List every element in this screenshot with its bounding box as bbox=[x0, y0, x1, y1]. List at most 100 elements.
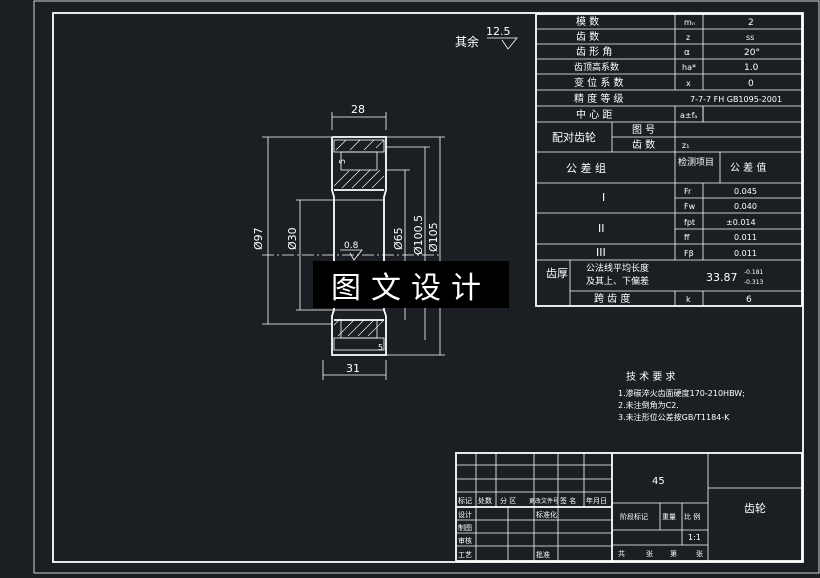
tol-value: 0.040 bbox=[734, 202, 757, 211]
tol-group-header: 公 差 组 bbox=[566, 161, 606, 175]
tol-item-header: 检测项目 bbox=[678, 156, 714, 168]
param-label: 精 度 等 级 bbox=[574, 92, 624, 105]
param-value: 1.0 bbox=[744, 63, 759, 73]
tech-requirements: 技 术 要 求 1.渗碳淬火齿面硬度170-210HBW; 2.未注倒角为C2.… bbox=[618, 370, 745, 422]
tb-label: 重量 bbox=[662, 513, 676, 521]
param-label: 齿 数 bbox=[576, 30, 599, 43]
tol-value-header: 公 差 值 bbox=[730, 161, 766, 174]
material-value: 45 bbox=[652, 476, 665, 487]
param-value: 0 bbox=[748, 79, 754, 89]
tb-label: 工艺 bbox=[458, 551, 472, 559]
tooth-thickness-value: 33.87 bbox=[706, 271, 738, 284]
tb-label: 阶段标记 bbox=[620, 512, 648, 521]
mate-row-label: 图 号 bbox=[632, 124, 655, 136]
tb-label: 审核 bbox=[458, 536, 472, 545]
tol-group: III bbox=[596, 246, 606, 259]
dim-30: Ø30 bbox=[286, 227, 299, 250]
tol-sym: Fw bbox=[684, 202, 696, 211]
roughness-value: 12.5 bbox=[486, 25, 511, 38]
tol-sym: Fr bbox=[684, 187, 692, 196]
param-label: 中 心 距 bbox=[576, 108, 612, 121]
tooth-thickness-label: 齿厚 bbox=[546, 267, 568, 280]
tech-item: 1.渗碳淬火齿面硬度170-210HBW; bbox=[618, 388, 745, 398]
tooth-thickness-lower: -0.313 bbox=[744, 279, 764, 286]
dim-97: Ø97 bbox=[252, 227, 265, 250]
tb-label: 共 bbox=[618, 549, 625, 558]
parameter-table: 模 数 mₙ 2 齿 数 z ss 齿 形 角 α 20° 齿顶高系数 ha* … bbox=[535, 13, 803, 307]
param-value: ss bbox=[746, 33, 754, 42]
param-value: 20° bbox=[744, 48, 760, 58]
dim-100-5: Ø100.5 bbox=[412, 215, 425, 255]
part-name: 齿轮 bbox=[744, 501, 766, 515]
dim-65: Ø65 bbox=[392, 227, 405, 250]
param-label: 变 位 系 数 bbox=[574, 76, 624, 89]
tooth-thickness-desc2: 及其上、下偏差 bbox=[586, 275, 649, 287]
mate-row-sym: z₁ bbox=[682, 141, 689, 150]
bore-roughness-icon bbox=[340, 249, 363, 261]
keyway-dim: 5 bbox=[338, 159, 347, 164]
mate-row-label: 齿 数 bbox=[632, 138, 655, 151]
tol-value: 0.011 bbox=[734, 249, 757, 258]
scale-value: 1:1 bbox=[688, 533, 701, 542]
param-sym: a±fₐ bbox=[680, 111, 698, 120]
tooth-lower bbox=[333, 337, 385, 351]
tb-label: 制图 bbox=[458, 523, 472, 532]
tol-group: II bbox=[598, 222, 605, 235]
mate-gear-label: 配对齿轮 bbox=[552, 130, 596, 144]
param-sym: α bbox=[684, 48, 690, 58]
bore-roughness-value: 0.8 bbox=[344, 241, 359, 251]
tol-sym: fpt bbox=[684, 218, 695, 227]
param-value: 7-7-7 FH GB1095-2001 bbox=[690, 95, 782, 104]
tooth-upper bbox=[333, 139, 385, 153]
tol-group: I bbox=[602, 191, 605, 204]
dim-105: Ø105 bbox=[427, 222, 440, 252]
tb-label: 标准化 bbox=[536, 510, 557, 519]
param-sym: mₙ bbox=[684, 18, 695, 27]
span-value: 6 bbox=[746, 295, 752, 305]
tol-sym: Fβ bbox=[684, 249, 694, 258]
span-label: 跨 齿 度 bbox=[594, 292, 630, 305]
tb-header: 处数 bbox=[478, 496, 492, 505]
web-lower bbox=[340, 319, 378, 339]
tb-label: 张 bbox=[696, 549, 703, 558]
roughness-symbol-icon bbox=[487, 37, 518, 50]
dim-31: 31 bbox=[346, 362, 360, 375]
dim-28: 28 bbox=[351, 103, 365, 116]
tb-label: 第 bbox=[670, 549, 677, 558]
title-block: 45 齿轮 标记 处数 分 区 更改文件号 签 名 年月日 设计 标准化 制图 … bbox=[455, 452, 803, 562]
watermark: 图文设计 bbox=[313, 261, 509, 308]
tb-header: 更改文件号 bbox=[529, 497, 559, 505]
tol-value: ±0.014 bbox=[726, 218, 756, 227]
tol-sym: ff bbox=[684, 233, 690, 242]
tb-header: 签 名 bbox=[560, 496, 576, 505]
param-label: 齿顶高系数 bbox=[574, 61, 619, 73]
gear-section-view: 28 31 Ø97 Ø30 Ø65 Ø100.5 Ø105 0.8 5 5 bbox=[252, 103, 445, 380]
tooth-thickness-upper: -0.181 bbox=[744, 269, 764, 276]
tol-value: 0.011 bbox=[734, 233, 757, 242]
tech-item: 3.未注形位公差按GB/T1184-K bbox=[618, 412, 730, 422]
roughness-prefix: 其余 bbox=[455, 34, 479, 49]
param-sym: ha* bbox=[682, 63, 696, 72]
outer-border bbox=[33, 0, 820, 574]
web-upper bbox=[340, 151, 378, 171]
tb-label: 批准 bbox=[536, 550, 550, 559]
tol-value: 0.045 bbox=[734, 187, 757, 196]
section-hatch bbox=[333, 139, 385, 337]
param-label: 模 数 bbox=[576, 15, 599, 28]
tb-label: 比 例 bbox=[684, 512, 700, 521]
tech-title: 技 术 要 求 bbox=[626, 370, 676, 383]
tech-item: 2.未注倒角为C2. bbox=[618, 400, 679, 410]
tb-header: 标记 bbox=[458, 496, 472, 505]
span-sym: k bbox=[686, 295, 691, 304]
tb-label: 张 bbox=[646, 549, 653, 558]
param-label: 齿 形 角 bbox=[576, 46, 612, 58]
inner-frame bbox=[52, 12, 804, 563]
param-sym: x bbox=[686, 79, 691, 88]
roughness-note: 其余 12.5 bbox=[455, 25, 518, 50]
tb-label: 设计 bbox=[458, 510, 472, 519]
tb-header: 年月日 bbox=[586, 496, 607, 505]
param-value: 2 bbox=[748, 18, 754, 28]
tooth-thickness-desc1: 公法线平均长度 bbox=[586, 262, 649, 274]
